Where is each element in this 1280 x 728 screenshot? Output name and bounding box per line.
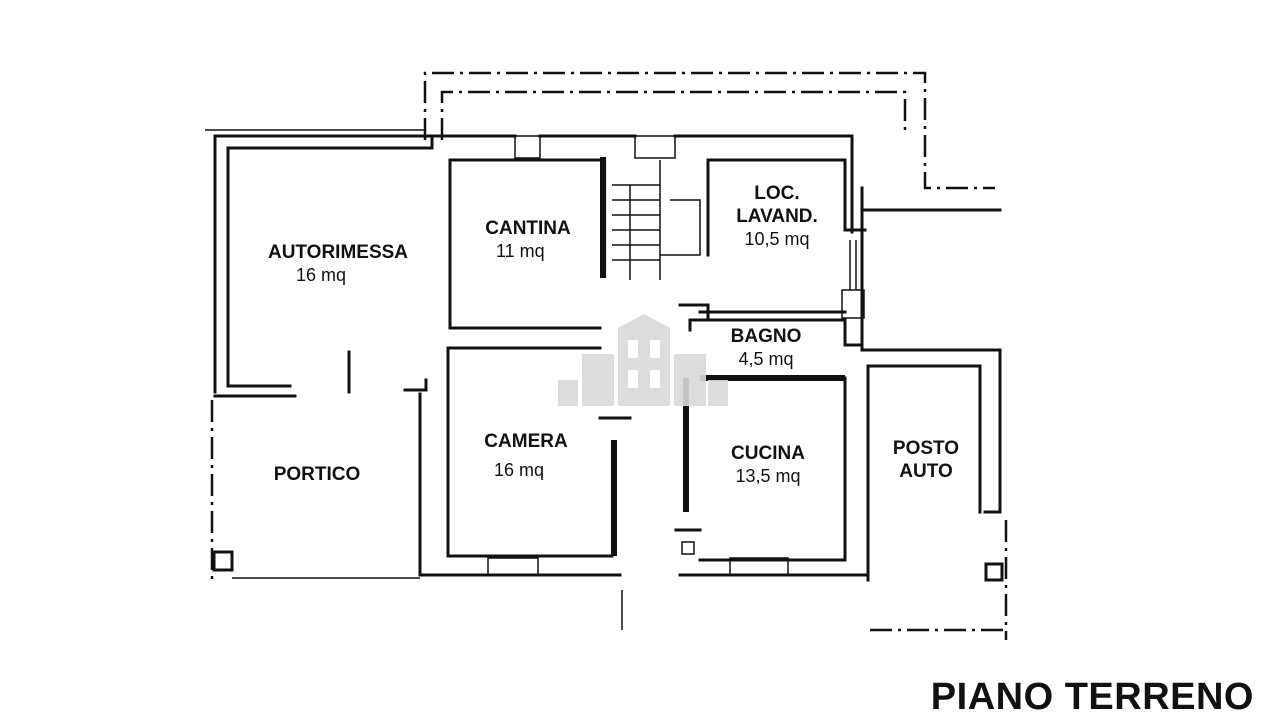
room-camera-label: CAMERA 16 mq: [476, 430, 576, 482]
camera-area: 16 mq: [494, 460, 545, 480]
bagno-name: BAGNO: [730, 326, 802, 347]
staircase-icon: [600, 157, 701, 280]
autorimessa-walls: [213, 134, 434, 398]
cucina-area: 13,5 mq: [735, 466, 801, 486]
camera-walls: [446, 346, 632, 558]
cantina-walls: [448, 158, 602, 330]
bagno-walls: [678, 303, 864, 381]
cantina-name: CANTINA: [485, 218, 571, 239]
room-posto-auto-label: POSTO AUTO: [880, 437, 972, 483]
autorimessa-area: 16 mq: [296, 265, 347, 285]
room-autorimessa-label: AUTORIMESSA 16 mq: [262, 241, 414, 287]
plan-title: PIANO TERRENO: [930, 676, 1254, 718]
room-cantina-label: CANTINA 11 mq: [478, 217, 578, 263]
portico-columns: [210, 400, 1008, 640]
autorimessa-name: AUTORIMESSA: [267, 242, 409, 263]
room-cucina-label: CUCINA 13,5 mq: [718, 442, 818, 488]
posto-auto-name-line1: POSTO: [892, 438, 960, 459]
lavanderia-name-line1: LOC.: [754, 183, 800, 204]
window-frames: [487, 135, 865, 576]
camera-name: CAMERA: [484, 431, 568, 452]
lavanderia-name-line2: LAVAND.: [736, 206, 818, 227]
lavanderia-area: 10,5 mq: [744, 229, 810, 249]
cucina-name: CUCINA: [731, 443, 805, 464]
watermark-buildings-icon: [558, 314, 728, 406]
portico-name: PORTICO: [273, 464, 361, 485]
room-bagno-label: BAGNO 4,5 mq: [718, 325, 814, 371]
cantina-area: 11 mq: [496, 241, 545, 261]
bagno-area: 4,5 mq: [738, 349, 794, 369]
main-building-walls: [418, 134, 1002, 582]
lavanderia-walls: [698, 158, 867, 314]
posto-auto-name-line2: AUTO: [899, 461, 953, 482]
room-lavanderia-label: LOC. LAVAND. 10,5 mq: [722, 182, 832, 251]
dashed-boundary: [205, 71, 995, 190]
room-portico-label: PORTICO: [262, 463, 372, 486]
